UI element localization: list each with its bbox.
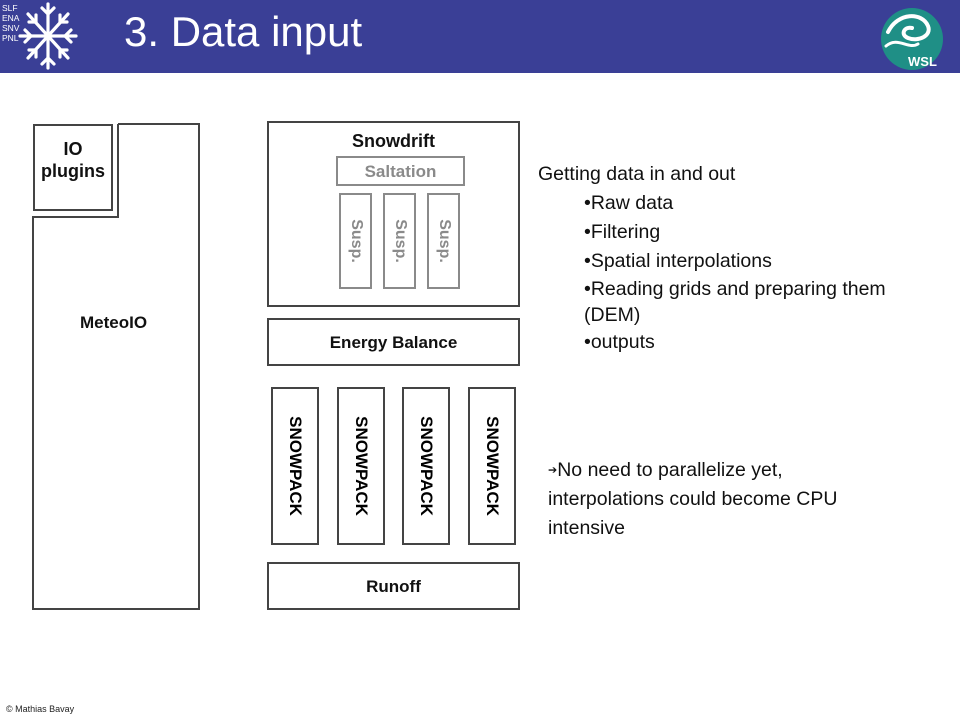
notes-bullet-outputs: •outputs [584, 331, 655, 353]
slf-abbrev-2: ENA [2, 13, 20, 23]
meteoio-label: MeteoIO [80, 313, 148, 332]
wsl-logo-text: WSL [908, 54, 937, 69]
slf-abbrev-4: PNL [2, 33, 19, 43]
wsl-logo-icon: WSL [881, 8, 943, 70]
snowpack-box-4: SNOWPACK [468, 387, 516, 545]
conclusion-block: ➔No need to parallelize yet, interpolati… [548, 456, 868, 543]
snowpack-label-3: SNOWPACK [417, 416, 436, 516]
susp-box-3: Susp. [427, 193, 460, 289]
snowdrift-label: Snowdrift [352, 131, 435, 151]
susp-label-1: Susp. [347, 219, 365, 263]
slf-abbrev-3: SNV [2, 23, 20, 33]
conclusion-text: No need to parallelize yet, interpolatio… [548, 459, 838, 540]
header-bar: SLF ENA SNV PNL 3. Data input WSL [0, 0, 960, 73]
snowpack-box-1: SNOWPACK [271, 387, 319, 545]
slf-abbreviations: SLF ENA SNV PNL [2, 3, 19, 43]
energy-balance-label: Energy Balance [329, 333, 458, 352]
snowpack-box-3: SNOWPACK [402, 387, 450, 545]
notes-heading: Getting data in and out [538, 163, 736, 185]
saltation-label: Saltation [364, 162, 437, 181]
snowpack-box-2: SNOWPACK [337, 387, 385, 545]
snowpack-label-1: SNOWPACK [286, 416, 305, 516]
notes-bullet-spatial-interpolations: •Spatial interpolations [584, 250, 772, 272]
arrow-right-icon: ➔ [548, 464, 558, 477]
susp-label-2: Susp. [391, 219, 409, 263]
notes-bullet-filtering: •Filtering [584, 221, 661, 243]
notes-block: Getting data in and out •Raw data •Filte… [538, 160, 908, 357]
susp-box-2: Susp. [383, 193, 416, 289]
susp-box-1: Susp. [339, 193, 372, 289]
snowpack-label-4: SNOWPACK [483, 416, 502, 516]
runoff-box: Runoff [267, 562, 520, 610]
saltation-box: Saltation [336, 156, 465, 186]
energy-balance-box: Energy Balance [267, 318, 520, 366]
copyright-footer: © Mathias Bavay [6, 704, 75, 714]
slide-title: 3. Data input [124, 8, 363, 55]
runoff-label: Runoff [366, 577, 421, 596]
io-plugins-box: IO plugins [33, 124, 113, 211]
notes-bullet-raw-data: •Raw data [584, 192, 674, 214]
slf-abbrev-1: SLF [2, 3, 18, 13]
snowflake-logo-icon [18, 2, 78, 70]
io-plugins-label: IO plugins [41, 139, 105, 181]
notes-bullet-reading-grids: •Reading grids and preparing them (DEM) [584, 278, 886, 326]
notes-list: •Raw data •Filtering •Spatial interpolat… [538, 189, 908, 357]
susp-label-3: Susp. [435, 219, 453, 263]
snowpack-label-2: SNOWPACK [352, 416, 371, 516]
